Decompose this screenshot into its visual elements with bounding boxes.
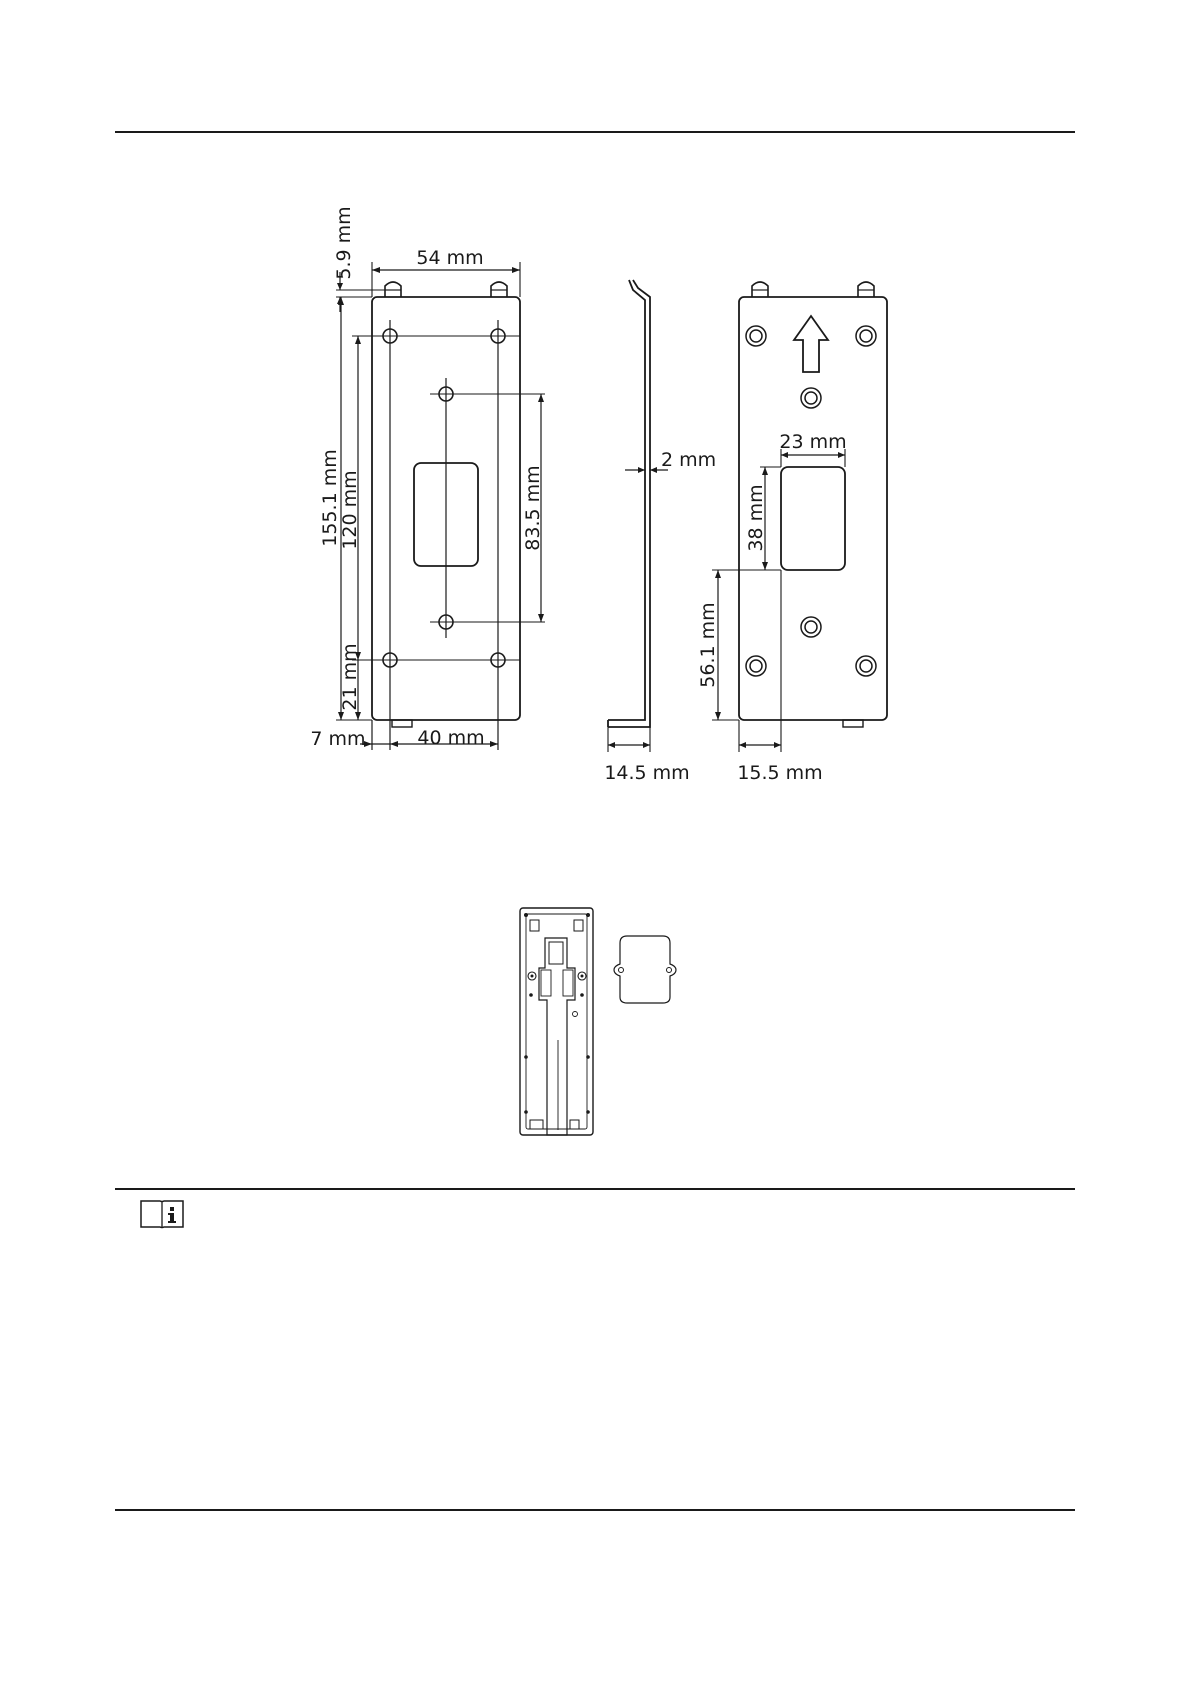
front-top-gap-label: 5.9 mm [333,206,355,279]
back-slot-height-label: 38 mm [745,484,767,551]
back-slot-width-label: 23 mm [779,431,846,453]
front-hole-pitch-label: 120 mm [339,470,361,549]
front-mounting-holes [383,329,505,667]
back-cutout [781,467,845,570]
bracket-product-illustration [520,908,676,1135]
front-width-label: 54 mm [416,247,483,269]
back-view: 23 mm 38 mm 56.1 mm 15.5 mm [697,282,887,784]
note-rule [115,1188,1075,1190]
front-total-height-label: 155.1 mm [319,449,341,546]
front-left-offset-label: 7 mm [310,728,365,750]
front-bottom-tab [392,720,412,727]
up-arrow-icon [794,316,828,372]
back-left-offset-label: 15.5 mm [737,762,822,784]
bracket-rail [539,938,575,1135]
side-thickness-label: 2 mm [661,449,716,471]
note-book-info-icon [138,1198,186,1230]
footer-rule [115,1509,1075,1511]
side-profile-outer [608,280,645,720]
side-profile-inner [608,280,650,727]
side-view: 2 mm 14.5 mm [604,280,716,784]
side-foot-label: 14.5 mm [604,762,689,784]
back-bottom-tab [843,720,863,727]
back-slot-offset-label: 56.1 mm [697,602,719,687]
front-center-pitch-label: 83.5 mm [522,465,544,550]
front-bottom-gap-label: 21 mm [339,643,361,710]
front-view: 5.9 mm 54 mm 155.1 mm 120 mm 83.5 mm 21 … [310,206,545,750]
front-hole-span-label: 40 mm [417,727,484,749]
